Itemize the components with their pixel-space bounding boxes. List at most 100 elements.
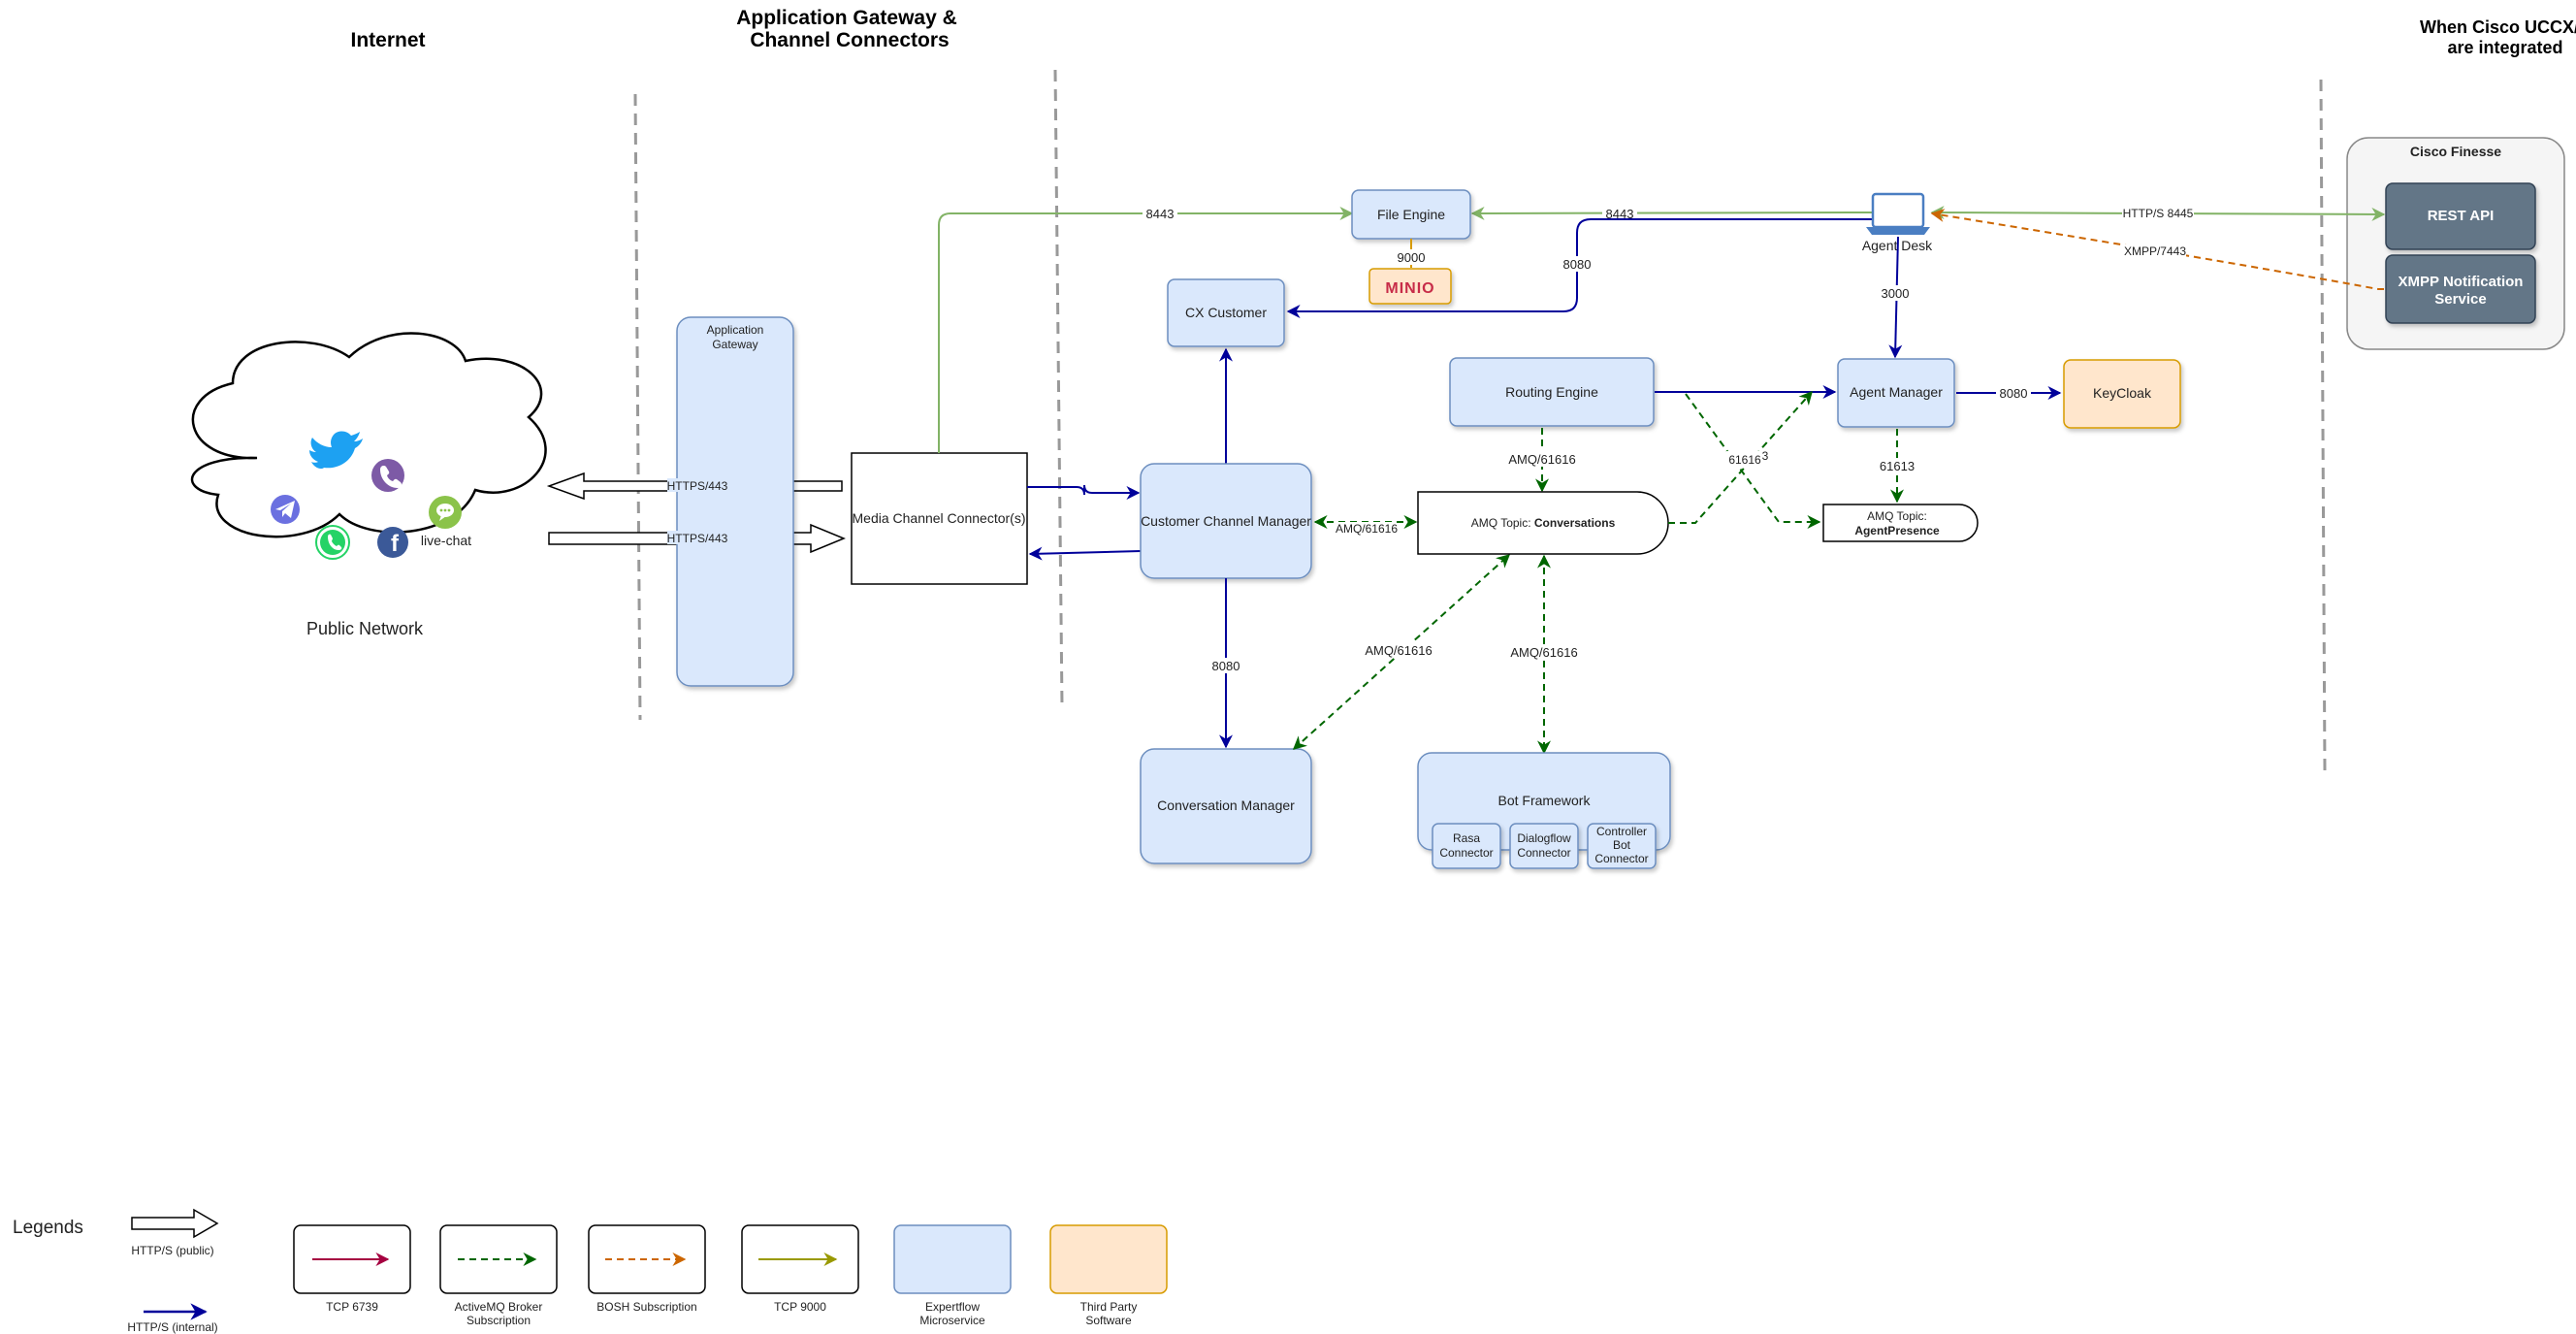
edge-label-agent-file-8443: 8443 bbox=[1606, 207, 1634, 221]
svg-text:Dialogflow: Dialogflow bbox=[1517, 831, 1571, 845]
minio[interactable]: MINIO bbox=[1368, 268, 1452, 305]
rasa-connector[interactable]: Rasa Connector bbox=[1432, 823, 1501, 869]
svg-text:XMPP Notification: XMPP Notification bbox=[2399, 274, 2524, 290]
app-gateway-label-2: Gateway bbox=[712, 338, 757, 351]
customer-channel-manager[interactable]: Customer Channel Manager bbox=[1140, 463, 1312, 579]
public-network-cloud: f live-chat bbox=[190, 332, 547, 560]
link-amq-agent-manager bbox=[1668, 390, 1813, 524]
bot-framework-label: Bot Framework bbox=[1498, 793, 1592, 808]
legend-http-internal-label: HTTP/S (internal) bbox=[127, 1320, 217, 1334]
viber-icon bbox=[371, 459, 404, 492]
keycloak-label: KeyCloak bbox=[2093, 385, 2152, 401]
svg-text:Software: Software bbox=[1085, 1314, 1132, 1327]
cx-customer-label: CX Customer bbox=[1185, 305, 1267, 320]
app-gateway-label-1: Application bbox=[707, 323, 764, 337]
file-engine-label: File Engine bbox=[1377, 207, 1445, 222]
edge-label-mcc-file-8443: 8443 bbox=[1146, 207, 1175, 221]
svg-text:Microservice: Microservice bbox=[919, 1314, 985, 1327]
edge-label-am-keycloak-8080: 8080 bbox=[2000, 386, 2028, 401]
ccm-label: Customer Channel Manager bbox=[1141, 513, 1311, 529]
svg-text:Connector: Connector bbox=[1517, 846, 1570, 860]
legend-tcp9000-label: TCP 9000 bbox=[774, 1300, 826, 1314]
svg-text:Controller: Controller bbox=[1596, 825, 1647, 838]
cisco-finesse-label: Cisco Finesse bbox=[2410, 144, 2501, 159]
edge-label-ccm-cm-8080: 8080 bbox=[1212, 659, 1240, 673]
edge-label-file-minio-9000: 9000 bbox=[1398, 250, 1426, 265]
dialogflow-connector[interactable]: Dialogflow Connector bbox=[1509, 823, 1579, 869]
link-mcc-ccm bbox=[1027, 484, 1141, 500]
legend-http-public-label: HTTP/S (public) bbox=[131, 1244, 213, 1257]
svg-text:Expertflow: Expertflow bbox=[925, 1300, 980, 1314]
edge-label-ccm-amq: AMQ/61616 bbox=[1336, 522, 1398, 536]
svg-text:Subscription: Subscription bbox=[467, 1314, 531, 1327]
livechat-icon bbox=[429, 496, 462, 529]
conversation-manager-label: Conversation Manager bbox=[1157, 797, 1295, 813]
svg-text:f: f bbox=[391, 531, 400, 557]
amq-conversations-label: AMQ Topic: Conversations bbox=[1471, 516, 1616, 530]
svg-text:Connector: Connector bbox=[1439, 846, 1493, 860]
legend-tcp6739-label: TCP 6739 bbox=[326, 1300, 378, 1314]
file-engine[interactable]: File Engine bbox=[1351, 189, 1471, 240]
header-gateway-line2: Channel Connectors bbox=[750, 29, 949, 51]
link-mcc-file-engine bbox=[938, 207, 1354, 453]
header-internet: Internet bbox=[350, 29, 425, 51]
minio-logo: MINIO bbox=[1385, 280, 1434, 297]
header-cisco-line2: are integrated bbox=[2447, 38, 2562, 57]
link-xmpp-agent-desk bbox=[1930, 209, 2384, 290]
svg-text:Bot: Bot bbox=[1613, 838, 1631, 852]
telegram-icon bbox=[271, 495, 300, 524]
link-ccm-mcc bbox=[1028, 546, 1142, 561]
twitter-icon bbox=[309, 431, 363, 469]
livechat-label: live-chat bbox=[421, 533, 471, 548]
legend-bosh-label: BOSH Subscription bbox=[596, 1300, 696, 1314]
media-channel-label: Media Channel Connector(s) bbox=[853, 510, 1026, 526]
legend-http-public-arrow bbox=[131, 1208, 219, 1239]
legend: Legends HTTP/S (public) HTTP/S (internal… bbox=[13, 1208, 1168, 1334]
link-routing-presence bbox=[1685, 393, 1821, 529]
facebook-icon: f bbox=[377, 527, 408, 558]
controller-bot-connector[interactable]: Controller Bot Connector bbox=[1587, 823, 1657, 869]
svg-text:ActiveMQ Broker: ActiveMQ Broker bbox=[455, 1300, 543, 1314]
routing-engine[interactable]: Routing Engine bbox=[1449, 357, 1655, 427]
amq-topic-conversations[interactable]: AMQ Topic: Conversations bbox=[1417, 491, 1669, 555]
svg-text:AgentPresence: AgentPresence bbox=[1854, 524, 1940, 537]
legend-expertflow-swatch bbox=[893, 1224, 1012, 1294]
keycloak[interactable]: KeyCloak bbox=[2063, 359, 2181, 429]
whatsapp-icon bbox=[315, 525, 350, 560]
legend-third-party-swatch bbox=[1049, 1224, 1168, 1294]
edge-label-cross-61613: 3 bbox=[1762, 449, 1769, 463]
routing-engine-label: Routing Engine bbox=[1505, 384, 1598, 400]
edge-label-cm-amq: AMQ/61616 bbox=[1365, 643, 1432, 658]
media-channel-connector[interactable]: Media Channel Connector(s) bbox=[851, 452, 1028, 585]
svg-text:Third Party: Third Party bbox=[1080, 1300, 1138, 1314]
header-gateway-line1: Application Gateway & bbox=[736, 7, 957, 29]
link-agent-file-engine bbox=[1470, 206, 1873, 220]
rest-api[interactable]: REST API bbox=[2385, 182, 2536, 250]
svg-text:Rasa: Rasa bbox=[1453, 831, 1480, 845]
svg-text:Connector: Connector bbox=[1594, 852, 1648, 865]
conversation-manager[interactable]: Conversation Manager bbox=[1140, 748, 1312, 864]
agent-manager-label: Agent Manager bbox=[1850, 384, 1943, 400]
amq-topic-agentpresence[interactable]: AMQ Topic: AgentPresence bbox=[1822, 504, 1979, 542]
cx-customer[interactable]: CX Customer bbox=[1167, 278, 1285, 347]
svg-text:Service: Service bbox=[2434, 291, 2486, 308]
edge-label-agent-am-3000: 3000 bbox=[1882, 286, 1910, 301]
agent-desk[interactable]: Agent Desk bbox=[1862, 192, 1933, 253]
edge-label-https-8445: HTTP/S 8445 bbox=[2123, 207, 2194, 220]
svg-text:AMQ Topic:: AMQ Topic: bbox=[1867, 509, 1927, 523]
edge-label-cross-61616: 61616 bbox=[1728, 453, 1761, 467]
edge-label-am-presence-61613: 61613 bbox=[1880, 459, 1915, 473]
edge-label-xmpp-7443: XMPP/7443 bbox=[2124, 244, 2186, 258]
laptop-icon bbox=[1866, 192, 1930, 235]
agent-manager[interactable]: Agent Manager bbox=[1837, 358, 1955, 428]
rest-api-label: REST API bbox=[2428, 208, 2495, 224]
zone-dividers bbox=[633, 69, 2327, 772]
edge-label-routing-amq: AMQ/61616 bbox=[1508, 452, 1575, 467]
application-gateway[interactable]: Application Gateway bbox=[676, 316, 794, 687]
legend-title: Legends bbox=[13, 1218, 83, 1238]
edge-label-https-out: HTTPS/443 bbox=[667, 479, 728, 493]
header-cisco-line1: When Cisco UCCX/E bbox=[2420, 17, 2576, 37]
xmpp-notification-service[interactable]: XMPP Notification Service bbox=[2385, 254, 2536, 324]
edge-label-bot-amq: AMQ/61616 bbox=[1510, 645, 1577, 660]
